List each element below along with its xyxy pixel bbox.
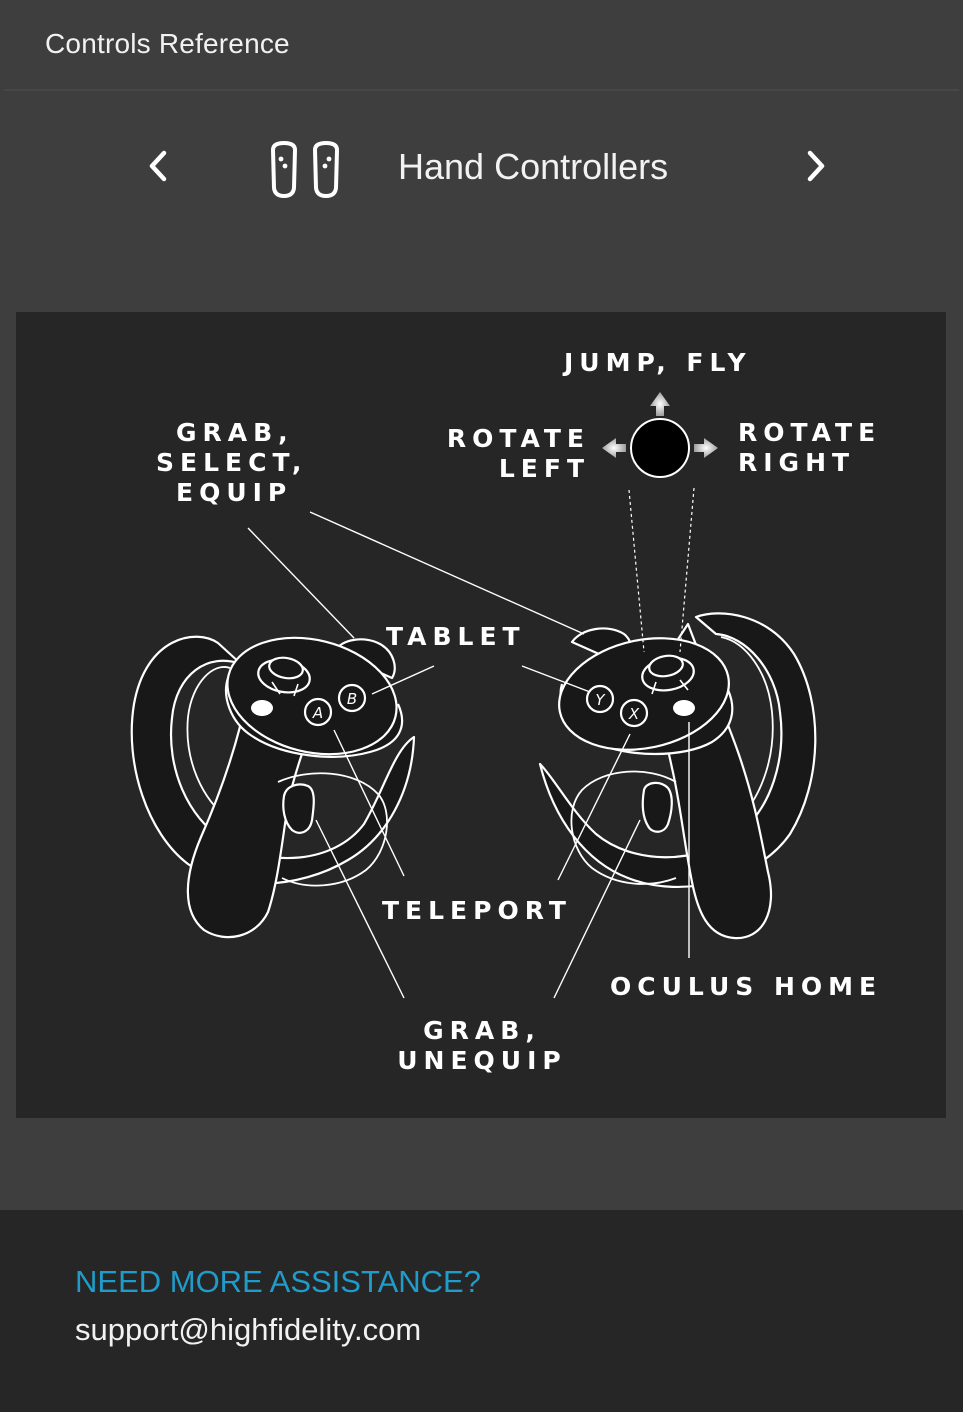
left-controller-illustration xyxy=(130,635,416,939)
title-divider xyxy=(4,89,959,91)
controller-nav: Hand Controllers xyxy=(0,118,963,218)
callout-select-line: SELECT, xyxy=(156,448,308,477)
callout-rotate-left-line-2: LEFT xyxy=(498,454,590,483)
support-email-link[interactable]: support@highfidelity.com xyxy=(75,1312,422,1347)
callout-tablet-line: TABLET xyxy=(386,622,526,651)
callout-teleport-line: TELEPORT xyxy=(382,896,572,925)
callout-grab-unequip-line-1: GRAB, xyxy=(423,1016,541,1045)
leader-lines xyxy=(247,511,690,999)
callout-rotate-right: ROTATE RIGHT xyxy=(738,418,881,478)
callout-rotate-left: ROTATE LEFT xyxy=(440,424,590,484)
callout-oculus-home-line: OCULUS HOME xyxy=(610,972,883,1001)
callout-grab-line: GRAB, xyxy=(176,418,294,447)
callout-rotate-right-line-2: RIGHT xyxy=(738,448,856,477)
button-y-letter: Y xyxy=(595,691,606,709)
callout-rotate-left-line-1: ROTATE xyxy=(446,424,590,453)
callout-jump-fly: JUMP, FLY xyxy=(564,348,752,378)
callout-grab-unequip-line-2: UNEQUIP xyxy=(397,1046,567,1075)
callout-equip-line: EQUIP xyxy=(176,478,293,507)
callout-tablet: TABLET xyxy=(386,622,526,652)
hand-controllers-icon xyxy=(268,140,344,200)
callout-grab-unequip: GRAB, UNEQUIP xyxy=(392,1016,572,1076)
callout-jump-fly-line: JUMP, FLY xyxy=(564,348,752,377)
controls-diagram: A B X xyxy=(16,312,946,1118)
title-bar: Controls Reference xyxy=(0,0,963,91)
support-footer: NEED MORE ASSISTANCE? support@highfideli… xyxy=(0,1210,963,1412)
controller-type-label: Hand Controllers xyxy=(398,146,669,187)
controllers-illustration: A B X xyxy=(130,392,817,999)
chevron-right-icon[interactable] xyxy=(796,144,836,188)
button-x-letter: X xyxy=(628,705,640,723)
callout-rotate-right-line-1: ROTATE xyxy=(738,418,882,447)
thumbstick-direction-icon xyxy=(602,392,718,478)
button-b-letter: B xyxy=(347,690,357,708)
callout-oculus-home: OCULUS HOME xyxy=(610,972,882,1002)
callout-grab-select-equip: GRAB, SELECT, EQUIP xyxy=(156,418,307,508)
assistance-heading: NEED MORE ASSISTANCE? xyxy=(75,1264,481,1299)
chevron-left-icon[interactable] xyxy=(138,144,178,188)
thumbstick-leader-lines xyxy=(628,487,695,653)
window-title: Controls Reference xyxy=(45,28,290,59)
callout-teleport: TELEPORT xyxy=(382,896,572,926)
right-controller-illustration xyxy=(538,612,817,940)
button-a-letter: A xyxy=(312,704,323,722)
